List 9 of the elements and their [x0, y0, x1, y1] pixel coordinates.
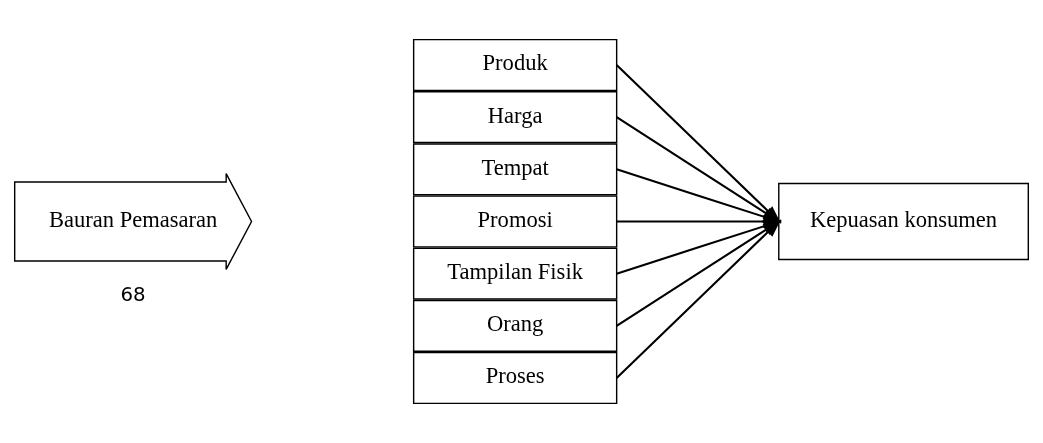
- node-box: Promosi: [412, 195, 618, 248]
- label: 68: [120, 283, 146, 307]
- node-box: Harga: [412, 91, 618, 144]
- node-box: Produk: [412, 38, 618, 92]
- node-box: Tampilan Fisik: [412, 247, 618, 300]
- node-box: Proses: [412, 351, 618, 405]
- node-box: Tempat: [412, 143, 618, 196]
- node-box: Kepuasan konsumen: [778, 182, 1029, 261]
- node-box: Orang: [412, 299, 618, 352]
